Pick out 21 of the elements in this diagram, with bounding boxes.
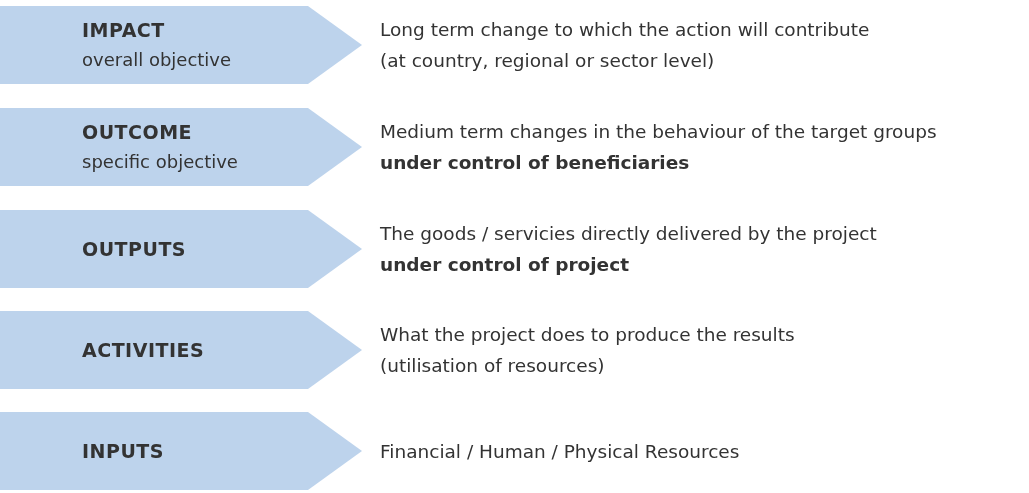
subtitle-text: specific objective bbox=[82, 150, 238, 174]
chevron-banner bbox=[0, 210, 362, 288]
description-text: The goods / servicies directly delivered by the project bbox=[380, 222, 878, 246]
chevron-banner bbox=[0, 311, 362, 389]
description-text: What the project does to produce the results bbox=[380, 323, 796, 347]
description-text: (utilisation of resources) bbox=[380, 354, 606, 378]
description-text: Medium term changes in the behaviour of the target groups bbox=[380, 120, 938, 144]
description-text: Long term change to which the action will contribute bbox=[380, 18, 871, 42]
chevron-banner bbox=[0, 412, 362, 490]
heading-text: INPUTS bbox=[82, 439, 164, 464]
description-text: (at country, regional or sector level) bbox=[380, 49, 716, 73]
emphasis-text: under control of beneficiaries bbox=[380, 151, 691, 175]
emphasis-text: under control of project bbox=[380, 253, 630, 277]
chevron-banner bbox=[0, 6, 362, 84]
subtitle-text: overall objective bbox=[82, 48, 232, 72]
description-text: Financial / Human / Physical Resources bbox=[380, 439, 741, 464]
heading-text: OUTPUTS bbox=[82, 237, 187, 262]
heading-text: OUTCOME bbox=[82, 120, 194, 145]
heading-text: IMPACT bbox=[82, 18, 166, 43]
heading-text: ACTIVITIES bbox=[82, 338, 205, 363]
chevron-banner bbox=[0, 108, 362, 186]
